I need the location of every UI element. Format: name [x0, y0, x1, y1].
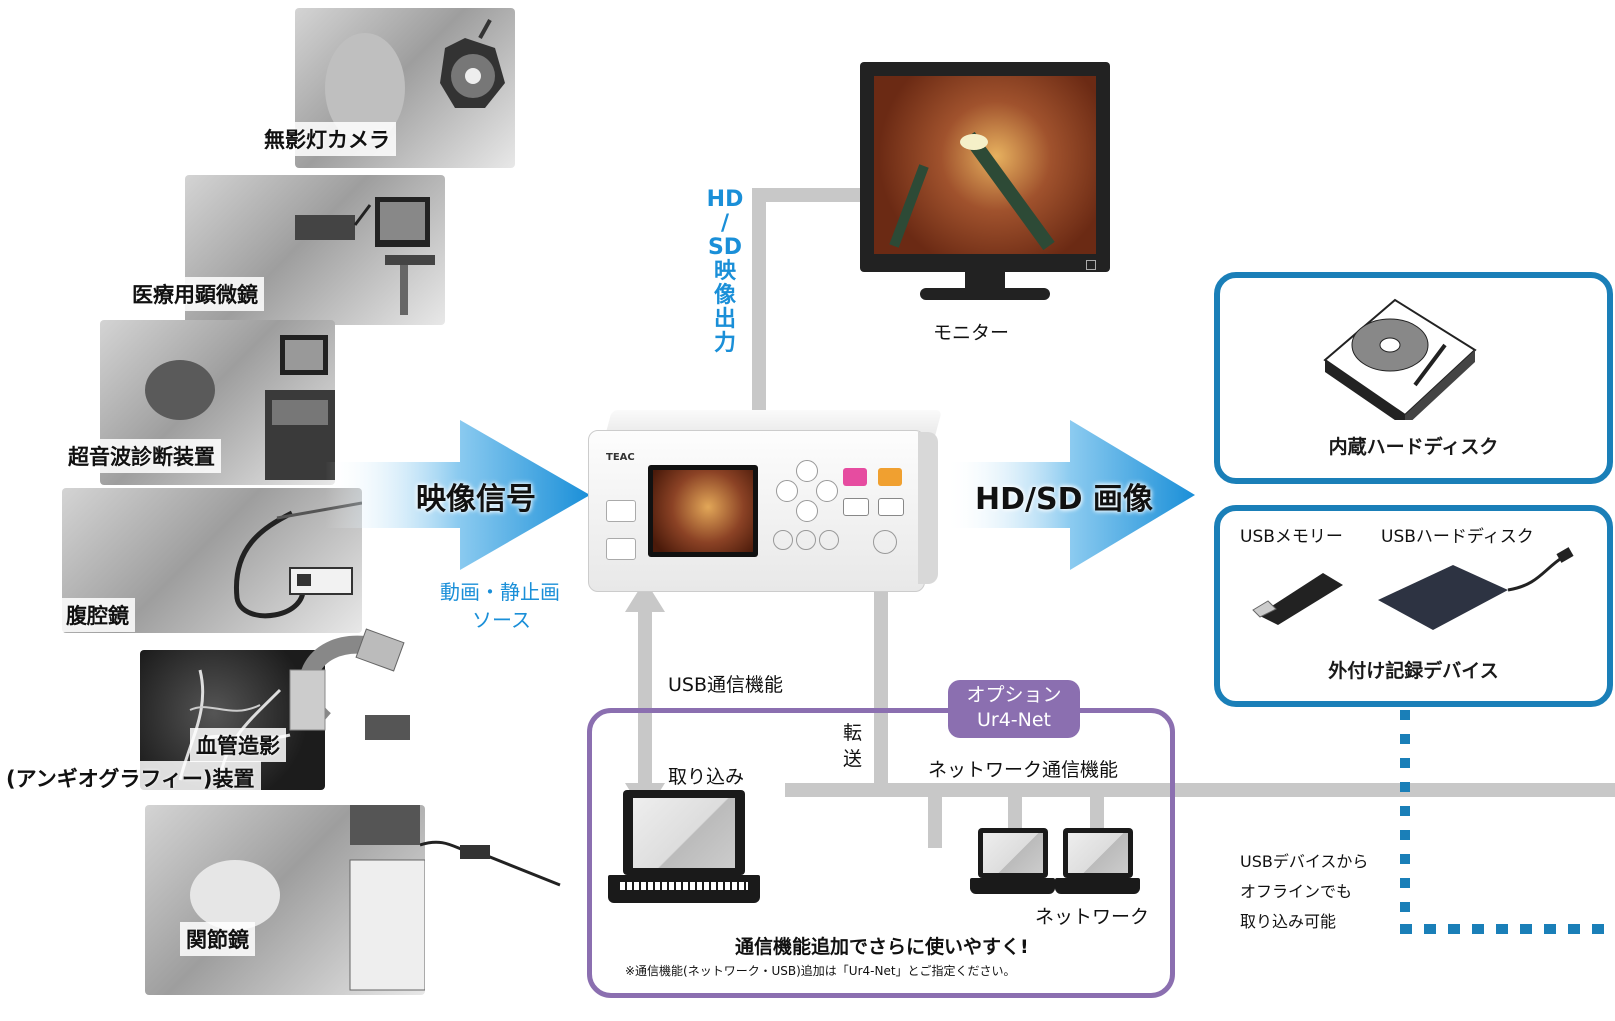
round-button-1[interactable]: [773, 530, 793, 550]
recorder-screen: [648, 465, 758, 557]
transfer-char-2: 送: [843, 748, 863, 770]
arthroscope-photo: [145, 805, 425, 995]
stop-button[interactable]: [878, 498, 904, 516]
network-laptop-2-icon: [1055, 828, 1140, 900]
surgical-tool-icon: [889, 131, 1055, 251]
video-signal-label: 映像信号: [416, 482, 536, 517]
hard-disk-icon: [1323, 298, 1477, 420]
recorder-button-2[interactable]: [606, 538, 636, 560]
record-button[interactable]: [843, 468, 867, 486]
option-box: [587, 708, 1175, 998]
dpad-right[interactable]: [816, 480, 838, 502]
round-button-3[interactable]: [819, 530, 839, 550]
source-label-angiography: 血管造影: [190, 728, 286, 762]
internal-hdd-label: 内蔵ハードディスク: [1328, 436, 1499, 458]
usb-hdd-icon: [1378, 547, 1574, 630]
recorder-device: TEAC: [588, 410, 943, 595]
microscope-icon: [295, 197, 435, 315]
monitor-power-icon: [1086, 260, 1096, 270]
recorder-side: [918, 432, 938, 584]
import-label: 取り込み: [668, 766, 745, 788]
round-button-2[interactable]: [796, 530, 816, 550]
usb-double-arrow: [625, 580, 665, 815]
source-label-arthroscope: 関節鏡: [180, 922, 255, 956]
recorder-screen-image: [653, 470, 753, 552]
laparoscope-icon: [233, 501, 362, 619]
source-label-laparoscope: 腹腔鏡: [60, 598, 135, 632]
hd-sd-output-label: HD / SD 映 像 出 力: [706, 187, 744, 356]
network-drop-2: [1008, 783, 1022, 833]
network-drop-1: [928, 783, 942, 848]
arthroscope-icon: [190, 805, 425, 991]
dpad-up[interactable]: [796, 460, 818, 482]
external-device-label: 外付け記録デバイス: [1328, 660, 1499, 682]
option-badge-line1: オプション: [966, 684, 1062, 706]
arthroscope-cable-icon: [420, 840, 561, 887]
network-drop-3: [1090, 783, 1104, 833]
laparoscope-photo: [62, 488, 362, 633]
dpad-down[interactable]: [796, 500, 818, 522]
monitor-label: モニター: [933, 322, 1010, 344]
surgical-light-icon: [325, 19, 505, 143]
option-badge: オプション Ur4-Net: [948, 680, 1080, 738]
offline-note-line2: オフラインでも: [1240, 882, 1353, 901]
network-comm-label: ネットワーク通信機能: [928, 759, 1119, 781]
offline-dotted-line: [1395, 710, 1615, 940]
usb-comm-label: USB通信機能: [668, 674, 784, 696]
network-label: ネットワーク: [1035, 906, 1150, 928]
offline-note-line3: 取り込み可能: [1240, 912, 1337, 931]
transfer-char-1: 転: [843, 722, 863, 744]
brand-logo: TEAC: [606, 452, 635, 463]
output-arrow: [945, 420, 1195, 570]
source-label-angiography-device: (アンギオグラフィー)装置: [0, 761, 261, 795]
monitor: [860, 62, 1110, 300]
source-label-surgical-light-camera: 無影灯カメラ: [258, 122, 396, 156]
dpad-left[interactable]: [776, 480, 798, 502]
usb-hdd-label: USBハードディスク: [1381, 527, 1534, 547]
source-label-medical-microscope: 医療用顕微鏡: [126, 277, 264, 311]
hd-output-line-vertical: [752, 188, 766, 438]
source-type-line2: ソース: [472, 608, 531, 632]
source-type-line1: 動画・静止画: [440, 580, 560, 604]
recorder-button-1[interactable]: [606, 500, 636, 522]
input-arrow: [325, 420, 590, 570]
network-laptop-1-icon: [970, 828, 1055, 900]
monitor-neck: [965, 272, 1005, 290]
c-arm-icon: [289, 628, 410, 740]
import-laptop-icon: [608, 790, 760, 915]
dpad-control[interactable]: [776, 460, 838, 522]
ultrasound-icon: [145, 335, 335, 480]
hd-sd-image-label: HD/SD 画像: [975, 482, 1153, 517]
option-badge-line2: Ur4-Net: [976, 709, 1051, 731]
snapshot-button[interactable]: [878, 468, 902, 486]
hd-output-line-horizontal: [752, 188, 867, 202]
bottom-main-message: 通信機能追加でさらに使いやすく!: [735, 936, 1029, 958]
pause-button[interactable]: [843, 498, 869, 516]
bottom-note: ※通信機能(ネットワーク・USB)追加は「Ur4-Net」とご指定ください。: [625, 964, 1016, 978]
monitor-stand: [920, 288, 1050, 300]
transfer-line-vertical: [874, 585, 888, 795]
usb-memory-label: USBメモリー: [1240, 527, 1343, 547]
source-label-ultrasound: 超音波診断装置: [62, 439, 221, 473]
offline-note-line1: USBデバイスから: [1240, 852, 1369, 871]
usb-memory-icon: [1252, 573, 1343, 625]
power-button[interactable]: [873, 530, 897, 554]
